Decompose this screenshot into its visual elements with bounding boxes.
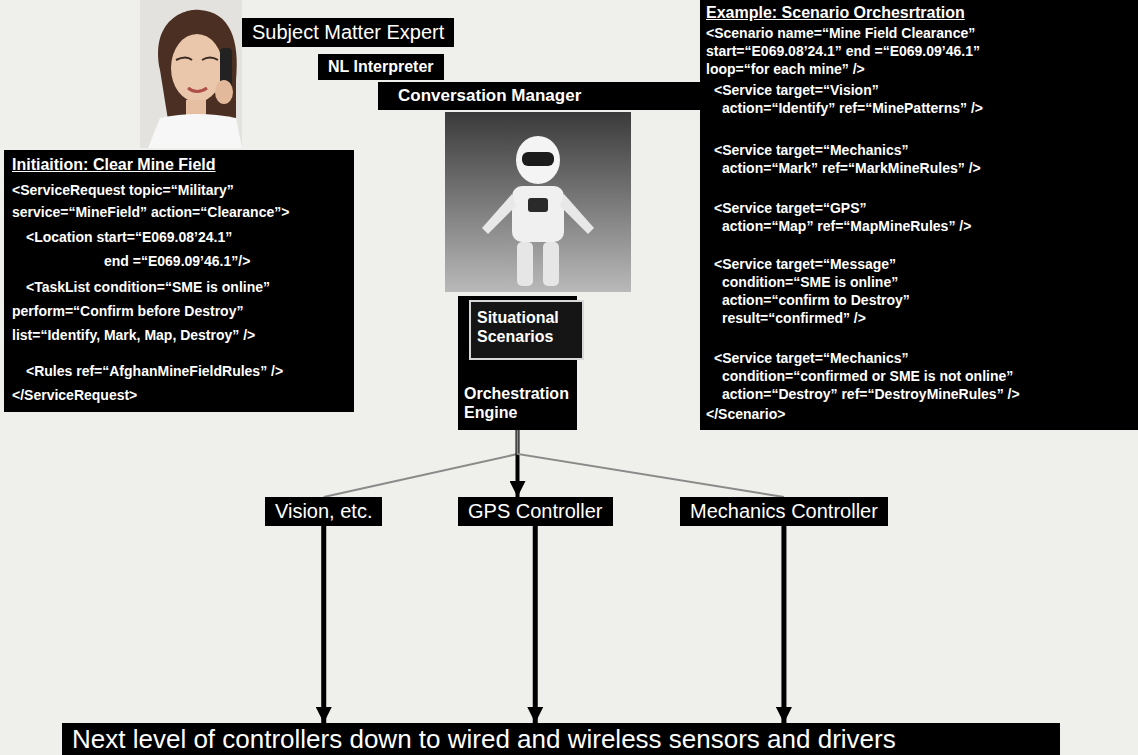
code-line: </ServiceRequest> — [12, 387, 137, 404]
robot-leg — [517, 242, 533, 286]
box-label: Conversation Manager — [398, 86, 688, 106]
code-line: action=“Mark” ref=“MarkMineRules” /> — [722, 160, 981, 177]
code-line: condition=“SME is online” — [722, 274, 898, 291]
code-line: service=“MineField” action=“Clearance”> — [12, 204, 289, 221]
photo-ground — [445, 112, 631, 292]
box-label: NL Interpreter — [328, 58, 434, 76]
box-label: GPS Controller — [468, 500, 603, 523]
robot-arm — [482, 194, 516, 234]
code-line: perform=“Confirm before Destroy” — [12, 303, 243, 320]
brow — [202, 58, 218, 61]
engine-box: Orchestration Engine Situational Scenario… — [458, 296, 577, 430]
expert-photo — [140, 0, 242, 148]
code-line: loop=“for each mine” /> — [706, 61, 865, 78]
controller-box: Vision, etc. — [265, 497, 382, 526]
code-line: <Rules ref=“AfghanMineFieldRules” /> — [26, 363, 283, 380]
process-box: Conversation Manager — [378, 82, 700, 110]
code-line: <Service target=“Message” — [714, 256, 896, 273]
connector — [324, 430, 518, 497]
box-label: Situational Scenarios — [477, 308, 559, 346]
connector — [518, 430, 784, 497]
code-line: start=“E069.08’24.1” end =“E069.09’46.1” — [706, 43, 980, 60]
robot-torso — [512, 186, 564, 242]
hair — [158, 10, 237, 120]
code-line: <Location start=“E069.08’24.1” — [26, 229, 232, 246]
panel-heading: Initiaition: Clear Mine Field — [12, 156, 216, 173]
code-line: <Service target=“Vision” — [714, 82, 879, 99]
code-line: <Scenario name=“Mine Field Clearance” — [706, 25, 975, 42]
robot-panel — [528, 198, 548, 212]
code-line: list=“Identify, Mark, Map, Destroy” /> — [12, 327, 255, 344]
code-line: action=“confirm to Destroy” — [722, 292, 910, 309]
controller-box: Mechanics Controller — [680, 497, 888, 526]
controller-box: GPS Controller — [458, 497, 613, 526]
photo-ground — [140, 0, 242, 148]
code-line: <ServiceRequest topic=“Military” — [12, 182, 234, 199]
robot-leg — [543, 242, 559, 286]
code-line: action=“Identify” ref=“MinePatterns” /> — [722, 100, 983, 117]
code-panel: Initiaition: Clear Mine Field <ServiceReq… — [4, 150, 354, 412]
code-line: <TaskList condition=“SME is online” — [26, 279, 270, 296]
code-line: </Scenario> — [706, 406, 785, 423]
hand — [215, 80, 233, 104]
robot-arm — [560, 194, 594, 234]
code-line: condition=“confirmed or SME is not onlin… — [722, 368, 1013, 385]
code-line: action=“Map” ref=“MapMineRules” /> — [722, 218, 971, 235]
code-line: <Service target=“Mechanics” — [714, 142, 909, 159]
brow — [176, 58, 192, 61]
overlay-box: Situational Scenarios — [469, 300, 584, 360]
box-label: Vision, etc. — [275, 500, 372, 523]
box-label: Next level of controllers down to wired … — [72, 724, 1050, 755]
shirt — [148, 114, 242, 148]
connector — [781, 526, 786, 723]
code-panel: Example: Scenario Orchesrtration <Scenari… — [700, 0, 1138, 430]
code-line: result=“confirmed” /> — [722, 310, 866, 327]
code-line: <Service target=“Mechanics” — [714, 350, 909, 367]
mouth — [188, 88, 207, 92]
code-line: <Service target=“GPS” — [714, 200, 867, 217]
code-line: end =“E069.09’46.1”/> — [104, 253, 250, 270]
box-label: Mechanics Controller — [690, 500, 878, 523]
robot-visor — [522, 152, 554, 166]
box-label: Subject Matter Expert — [252, 21, 444, 44]
box-label: Orchestration Engine — [464, 384, 569, 422]
role-box: Subject Matter Expert — [242, 18, 454, 47]
connector — [533, 526, 538, 723]
process-box: NL Interpreter — [318, 54, 444, 80]
connector — [321, 526, 326, 723]
robot-photo — [445, 112, 631, 292]
panel-heading: Example: Scenario Orchesrtration — [706, 4, 965, 21]
bottom-bar: Next level of controllers down to wired … — [62, 723, 1060, 755]
robot-head — [516, 136, 560, 184]
code-line: action=“Destroy” ref=“DestroyMineRules” … — [722, 386, 1020, 403]
